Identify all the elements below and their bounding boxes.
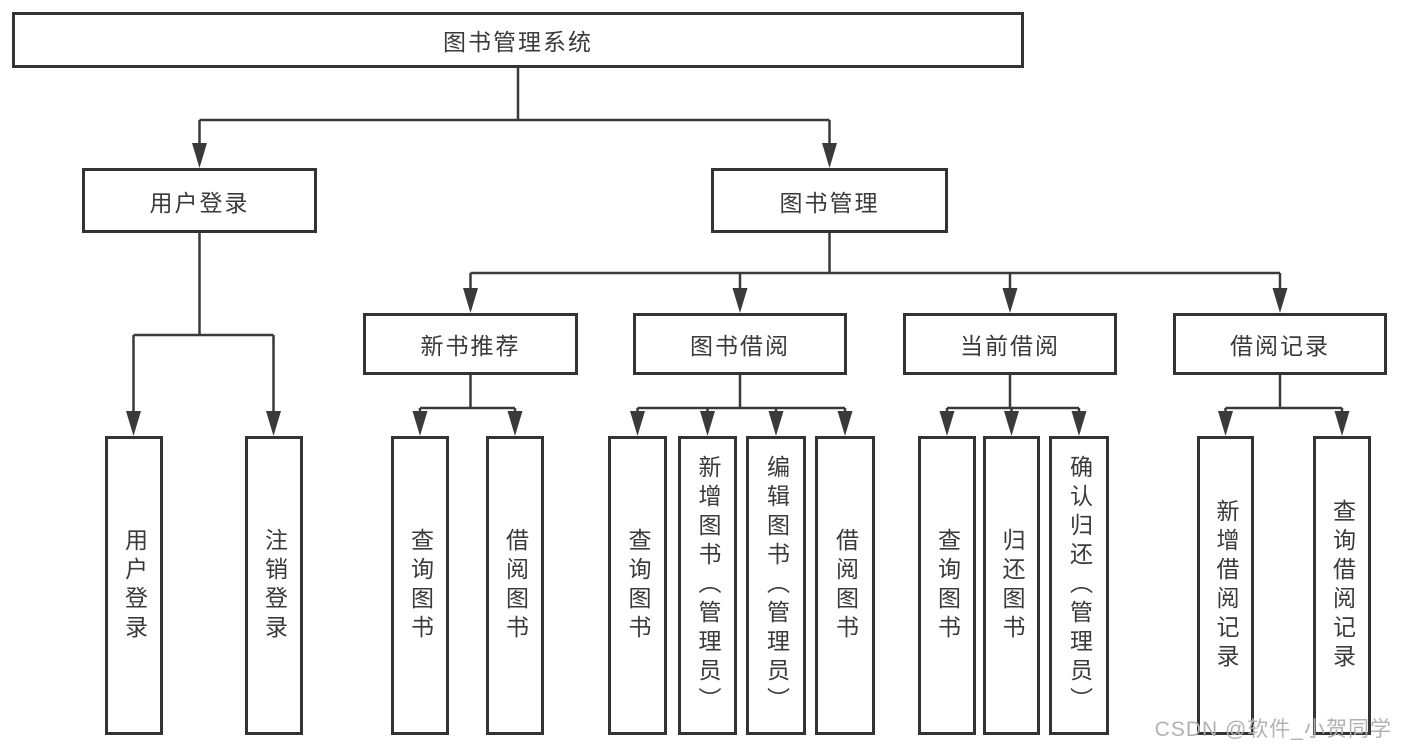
watermark: CSDN @软件_小贺同学 xyxy=(1154,718,1392,741)
leaf-label: 借阅图书 xyxy=(502,527,529,644)
leaf-user-login: 用户登录 xyxy=(105,436,163,735)
leaf-return-book: 归还图书 xyxy=(983,436,1040,735)
leaf-borrow-books-recommend: 借阅图书 xyxy=(486,436,544,735)
leaf-label: 用户登录 xyxy=(121,527,148,644)
leaf-logout: 注销登录 xyxy=(245,436,303,735)
leaf-query-borrow-record: 查询借阅记录 xyxy=(1313,436,1371,735)
leaf-edit-book-admin: 编辑图书（管理员） xyxy=(746,436,806,735)
node-user-login: 用户登录 xyxy=(82,168,317,233)
leaf-label: 归还图书 xyxy=(999,527,1025,644)
leaf-label: 查询图书 xyxy=(407,527,434,644)
node-current-borrowing: 当前借阅 xyxy=(903,313,1117,375)
leaf-query-books-current: 查询图书 xyxy=(918,436,976,735)
leaf-label: 新增图书（管理员） xyxy=(695,455,721,716)
leaf-add-borrow-record: 新增借阅记录 xyxy=(1197,436,1254,735)
leaf-label: 编辑图书（管理员） xyxy=(763,455,790,716)
leaf-label: 查询图书 xyxy=(934,527,961,644)
node-book-management: 图书管理 xyxy=(711,168,948,233)
leaf-query-books-borrowing: 查询图书 xyxy=(608,436,667,735)
leaf-label: 新增借阅记录 xyxy=(1213,498,1239,673)
leaf-label: 借阅图书 xyxy=(832,527,859,644)
leaf-label: 确认归还（管理员） xyxy=(1066,455,1093,716)
leaf-label: 查询图书 xyxy=(625,527,651,644)
node-library-system: 图书管理系统 xyxy=(12,12,1024,68)
leaf-query-books-recommend: 查询图书 xyxy=(391,436,449,735)
node-borrowing-records: 借阅记录 xyxy=(1173,313,1387,375)
node-book-borrowing: 图书借阅 xyxy=(633,313,847,375)
node-new-book-recommend: 新书推荐 xyxy=(363,313,578,375)
leaf-label: 注销登录 xyxy=(261,527,288,644)
leaf-confirm-return-admin: 确认归还（管理员） xyxy=(1049,436,1109,735)
leaf-add-book-admin: 新增图书（管理员） xyxy=(678,436,737,735)
leaf-borrow-books-borrowing: 借阅图书 xyxy=(815,436,875,735)
arrowheads xyxy=(126,143,1350,436)
leaf-label: 查询借阅记录 xyxy=(1329,498,1356,673)
